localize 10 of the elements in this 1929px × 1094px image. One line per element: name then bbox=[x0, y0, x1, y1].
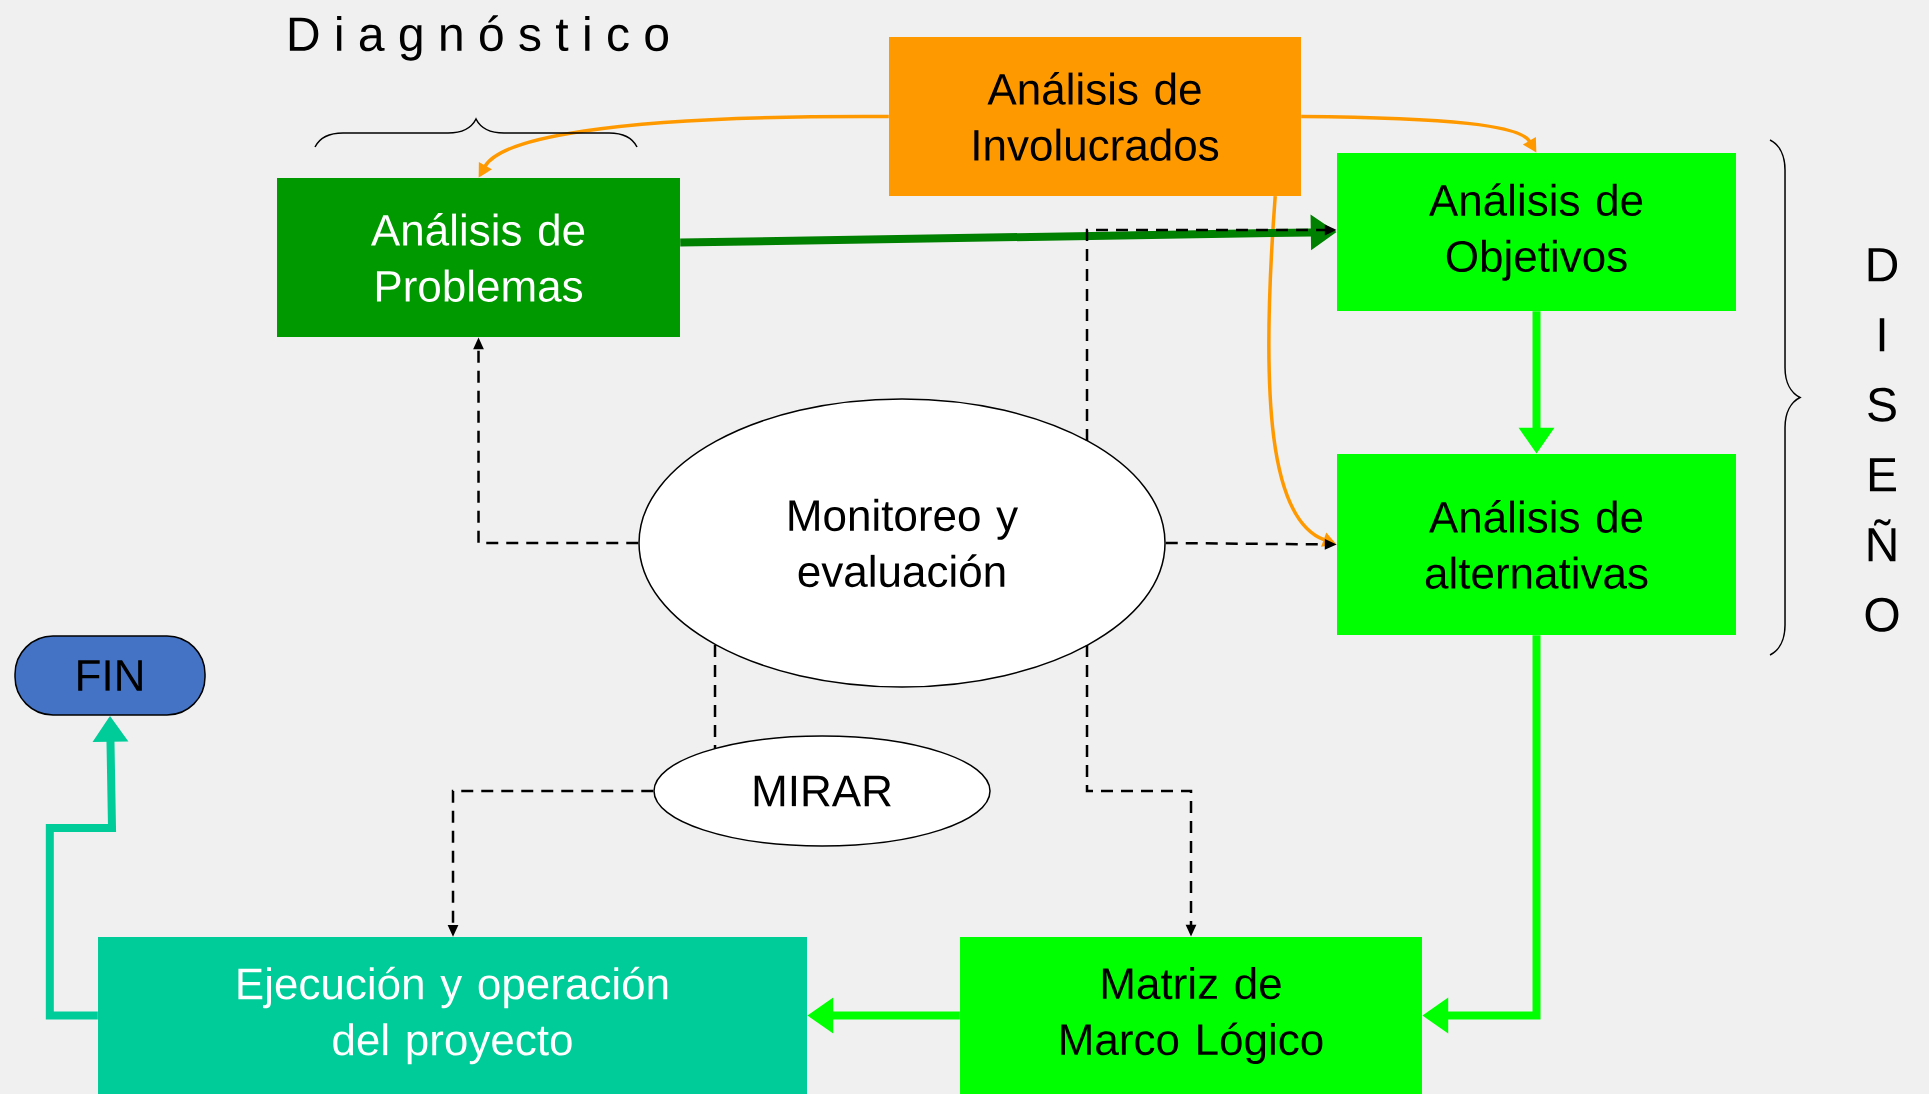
terminal-box: FIN bbox=[14, 635, 206, 716]
section-heading: D I S E Ñ O bbox=[1865, 248, 1899, 632]
process-box: Análisis de alternativas bbox=[1337, 454, 1736, 635]
process-box: Ejecución y operación del proyecto bbox=[98, 937, 807, 1094]
process-box: Análisis de Objetivos bbox=[1337, 153, 1736, 311]
process-box: Análisis de Problemas bbox=[277, 178, 680, 337]
section-heading: D i a g n ó s t i c o bbox=[289, 15, 668, 61]
connector-line bbox=[713, 645, 717, 749]
process-box: Análisis de Involucrados bbox=[889, 37, 1301, 196]
process-box: Matriz de Marco Lógico bbox=[960, 937, 1422, 1094]
